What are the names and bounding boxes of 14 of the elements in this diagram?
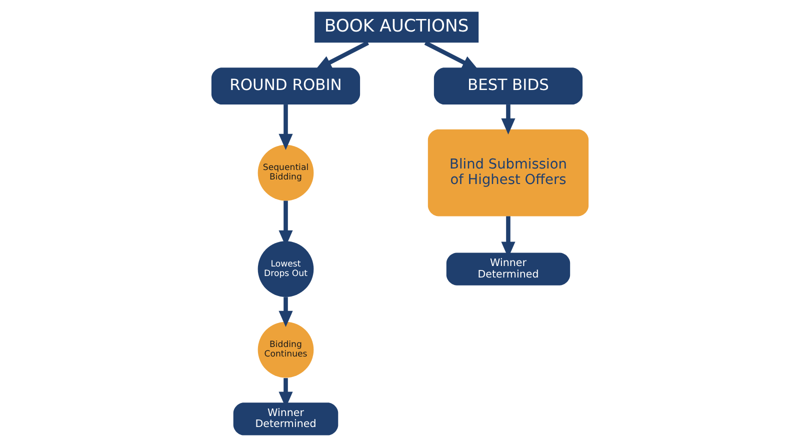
node-circle: Bidding Continues: [258, 322, 314, 378]
arrow: [501, 104, 516, 134]
arrow: [424, 40, 478, 70]
node-circle: Sequential Bidding: [258, 144, 314, 201]
arrow: [278, 297, 293, 328]
node-box: Blind Submission of Highest Offers: [428, 129, 589, 216]
node-box: Winner Determined: [446, 252, 570, 286]
node-box: Winner Determined: [233, 402, 338, 436]
arrow: [315, 40, 369, 70]
node-box: BOOK AUCTIONS: [314, 12, 479, 43]
node-box: ROUND ROBIN: [211, 68, 360, 105]
node-circle: Lowest Drops Out: [258, 241, 314, 297]
node-box: BEST BIDS: [434, 68, 583, 105]
arrow: [278, 104, 293, 150]
